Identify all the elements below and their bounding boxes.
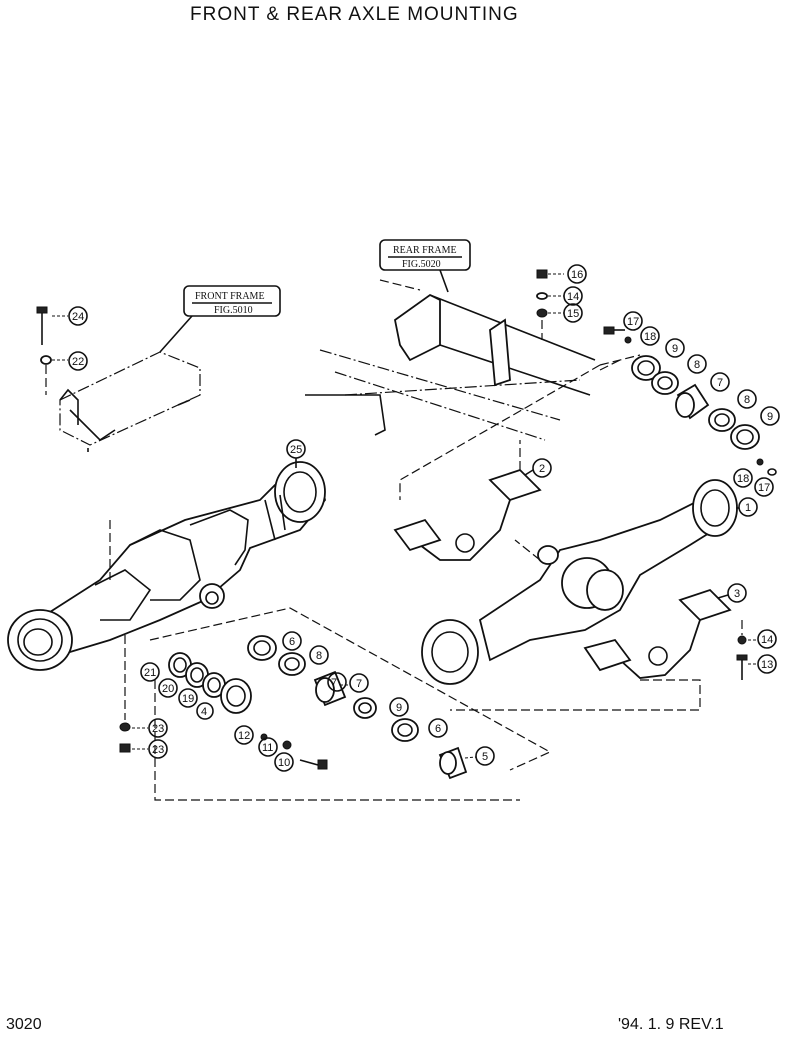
rear-bracket-3 [450, 588, 732, 711]
part-label: 6 [289, 636, 295, 648]
rear-frame-callout: REAR FRAME FIG.5020 [379, 239, 471, 293]
rear-frame-ref: FIG.5020 [402, 259, 441, 270]
part-label: 18 [644, 331, 656, 343]
part-label: 12 [238, 730, 250, 742]
part-label: 1 [745, 502, 751, 514]
front-frame-label: FRONT FRAME [195, 291, 265, 302]
part-label: 14 [567, 291, 579, 303]
part-label: 16 [571, 269, 583, 281]
part-label: 9 [672, 343, 678, 355]
rear-top-hardware [536, 269, 564, 340]
bolt-22 [36, 306, 68, 395]
part-label: 17 [758, 482, 770, 494]
part-label: 5 [482, 751, 488, 763]
front-frame-callout: FRONT FRAME FIG.5010 [159, 285, 281, 353]
front-axle [7, 461, 326, 720]
part-label: 4 [201, 706, 207, 718]
page-number: 3020 [6, 1016, 42, 1033]
part-label: 11 [262, 742, 273, 754]
part-label: 7 [331, 677, 337, 689]
part-label: 18 [737, 473, 749, 485]
front-frame-section [59, 351, 201, 452]
front-pivot-stack [149, 607, 552, 801]
rear-axle [421, 479, 738, 685]
part-label: 23 [152, 723, 164, 735]
rear-frame-label: REAR FRAME [393, 245, 457, 256]
part-label: 13 [761, 659, 773, 671]
rear-frame-section [305, 279, 621, 441]
part-label: 3 [734, 588, 740, 600]
part-label: 6 [435, 723, 441, 735]
part-label: 8 [694, 359, 700, 371]
part-label: 15 [567, 308, 579, 320]
part-label: 24 [72, 311, 84, 323]
part-label: 8 [744, 394, 750, 406]
part-label: 9 [396, 702, 402, 714]
part-label: 14 [761, 634, 773, 646]
part-label: 20 [162, 683, 174, 695]
front-bottom-hardware [119, 722, 148, 753]
front-frame-ref: FIG.5010 [214, 305, 253, 316]
revision-date: '94. 1. 9 REV.1 [618, 1016, 724, 1033]
part-label: 2 [539, 463, 545, 475]
rear-pivot-stack [399, 326, 777, 500]
part-label: 7 [356, 678, 362, 690]
part-label: 9 [767, 411, 773, 423]
part-label: 7 [717, 377, 723, 389]
part-label: 25 [290, 444, 302, 456]
rear-bottom-hardware [736, 620, 748, 680]
part-label: 10 [278, 757, 290, 769]
part-label: 19 [182, 693, 194, 705]
part-label: 17 [627, 316, 639, 328]
part-label: 21 [144, 667, 156, 679]
part-label: 22 [72, 356, 84, 368]
part-label: 23 [152, 744, 164, 756]
page-title: FRONT & REAR AXLE MOUNTING [190, 4, 519, 25]
rear-bracket-2 [393, 440, 542, 561]
part-label: 8 [316, 650, 322, 662]
part-labels: 24 22 25 21 20 19 1 4 23 23 12 11 10 6 8… [68, 264, 780, 772]
